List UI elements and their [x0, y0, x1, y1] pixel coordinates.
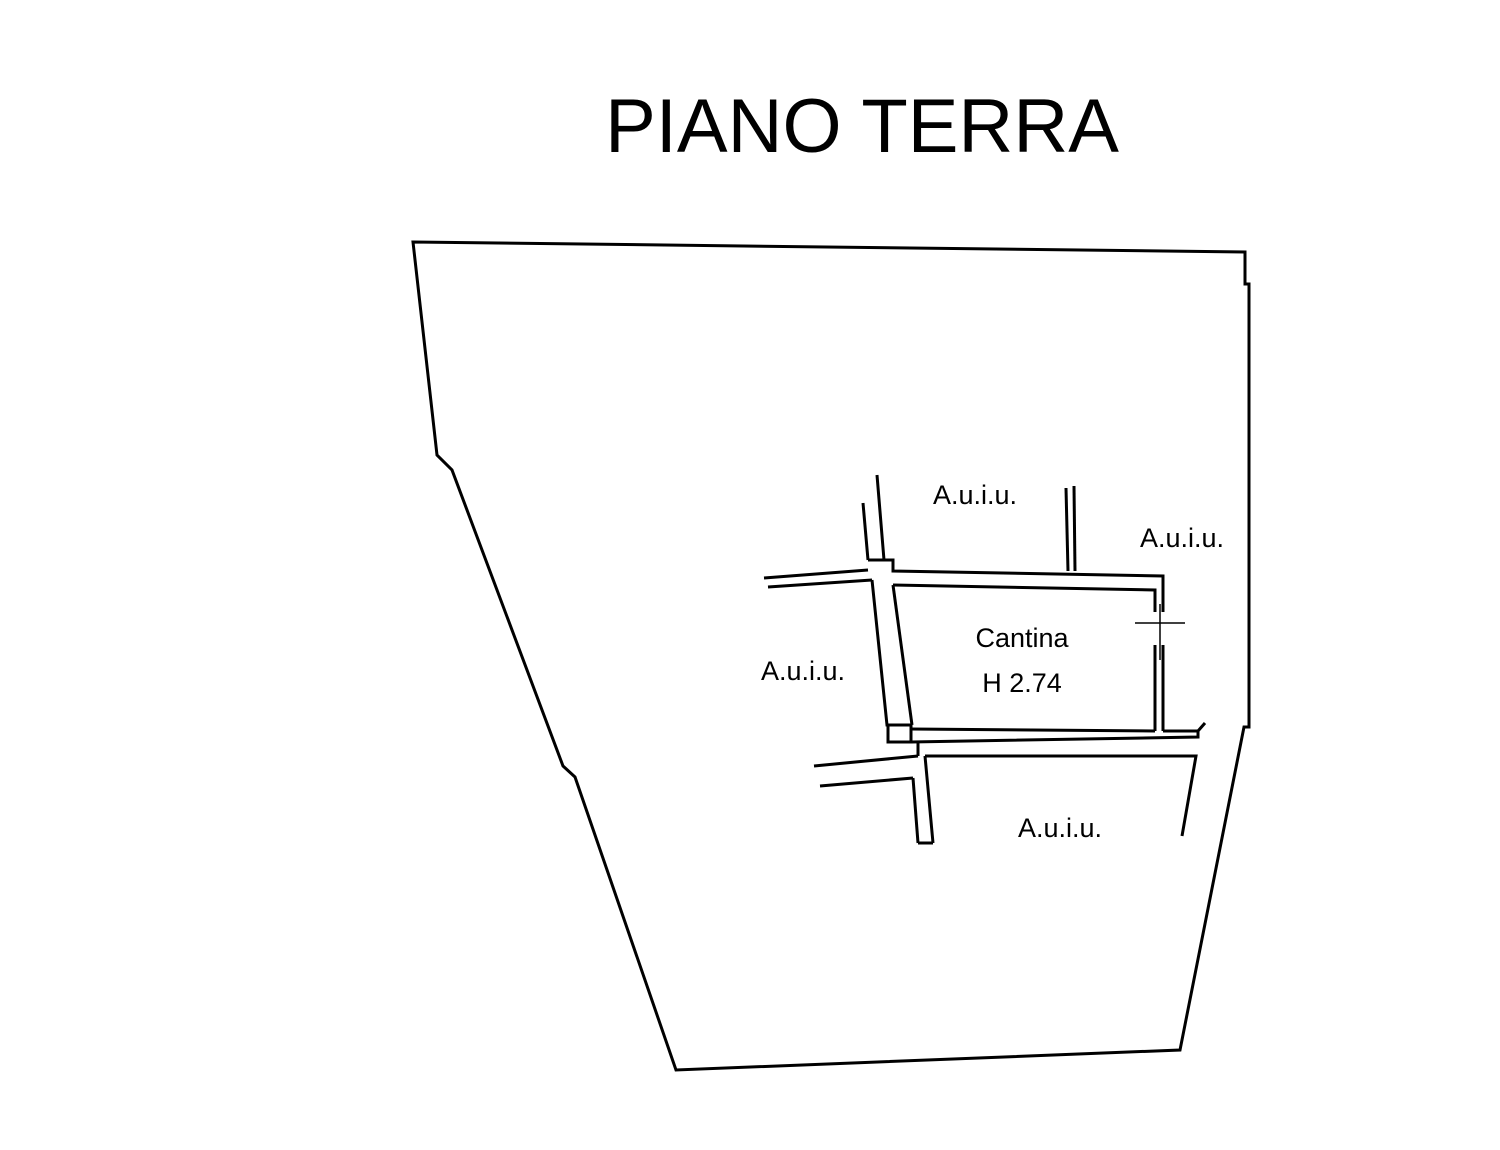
internal-walls — [763, 474, 1207, 845]
room-label-auiu-top: A.u.i.u. — [933, 480, 1017, 510]
room-label-auiu-bottom: A.u.i.u. — [1018, 813, 1102, 843]
room-label-auiu-right: A.u.i.u. — [1140, 523, 1224, 553]
plan-title: PIANO TERRA — [605, 84, 1119, 169]
crosshair-marker — [1135, 604, 1185, 660]
room-label-cantina: Cantina — [975, 623, 1069, 653]
room-label-auiu-left: A.u.i.u. — [761, 656, 845, 686]
outer-boundary — [411, 240, 1251, 1072]
room-height-cantina: H 2.74 — [982, 668, 1062, 698]
